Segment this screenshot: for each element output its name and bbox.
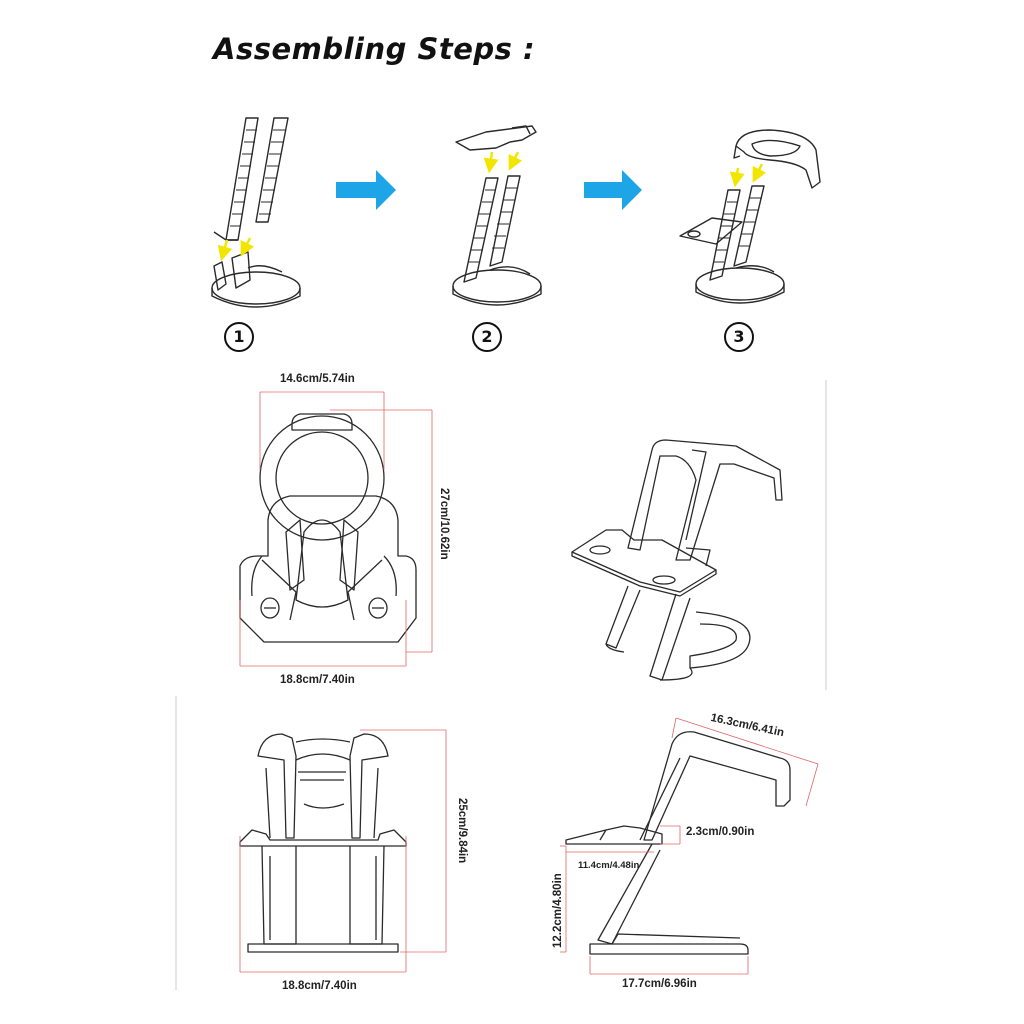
dimension-profile-height: 12.2cm/4.80in <box>552 873 564 948</box>
dimension-profile-tray-height: 2.3cm/0.90in <box>686 826 755 838</box>
dimension-front-height: 27cm/10.62in <box>438 488 450 560</box>
dimension-front-width-bottom: 18.8cm/7.40in <box>280 674 355 686</box>
dimension-profile-base: 17.7cm/6.96in <box>622 978 697 990</box>
step-number-1: 1 <box>224 322 254 352</box>
front-view-drawing <box>239 413 417 643</box>
dimension-front-width-top: 14.6cm/5.74in <box>280 373 355 385</box>
isometric-view-drawing <box>571 439 783 681</box>
front-view-dimension-lines <box>239 391 433 667</box>
dimension-side-width: 18.8cm/7.40in <box>282 980 357 992</box>
page-title: Assembling Steps : <box>213 32 536 66</box>
side-view-drawing <box>239 733 407 953</box>
insert-arrow <box>483 151 499 174</box>
step-1-drawing <box>211 117 301 308</box>
step-number-2: 2 <box>472 322 502 352</box>
side-view-dimension-lines <box>239 729 447 973</box>
insert-arrow <box>508 151 523 171</box>
insert-arrow <box>240 237 255 257</box>
step-number-3: 3 <box>724 322 754 352</box>
insert-arrow <box>729 167 745 188</box>
step-2-drawing <box>452 125 542 306</box>
dimension-side-height: 25cm/9.84in <box>456 798 468 864</box>
dimension-profile-tray-length: 11.4cm/4.48in <box>578 860 640 871</box>
next-step-arrow-1 <box>336 170 396 210</box>
next-step-arrow-2 <box>584 170 642 210</box>
insert-arrow <box>217 239 233 262</box>
insert-arrow <box>752 163 767 183</box>
step-3-drawing <box>679 129 821 304</box>
profile-view-dimension-lines <box>560 717 819 975</box>
profile-view-drawing <box>565 731 791 955</box>
